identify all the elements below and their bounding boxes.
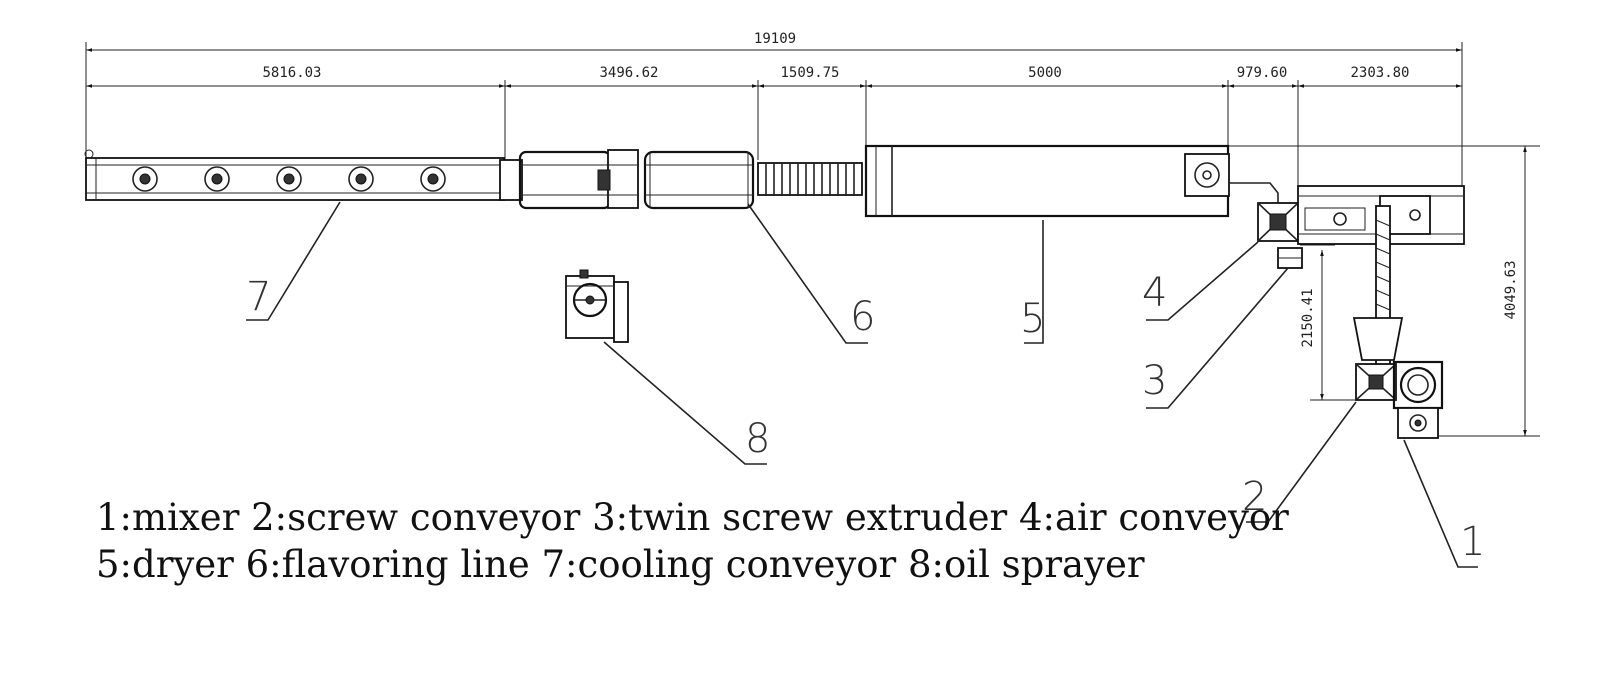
callout-2: 2 [1242,401,1357,523]
dimension-seg2-label: 3496.62 [599,65,658,81]
callout-3: 3 [1142,267,1289,409]
ribbed-section-icon [765,163,855,195]
dimension-segments: 5816.03 3496.62 1509.75 5000 979.60 2303… [86,65,1462,88]
callout-1: 1 [1403,439,1485,568]
dimension-seg6-label: 2303.80 [1350,65,1409,81]
callout-3-number: 3 [1142,358,1167,404]
callout-8-number: 8 [745,416,770,462]
callout-5: 5 [1020,220,1045,344]
oil-sprayer [565,269,629,343]
conveyor-roller-icon [348,166,374,192]
dimension-vertical: 2150.41 4049.63 [1300,146,1527,436]
callout-8: 8 [603,341,770,465]
dryer [864,144,1279,218]
mixer [1392,360,1444,439]
callout-2-number: 2 [1242,474,1267,520]
dimension-seg5-label: 979.60 [1237,65,1288,81]
callout-5-number: 5 [1020,296,1045,342]
callout-4-number: 4 [1142,270,1167,316]
twin-screw-extruder [1277,185,1465,269]
conveyor-roller-icon [132,166,158,192]
flavoring-line [499,149,863,210]
dimension-seg1-label: 5816.03 [262,65,321,81]
mixer-drum-icon [1399,366,1437,404]
dimension-seg3-label: 1509.75 [780,65,839,81]
callout-4: 4 [1142,241,1259,321]
air-conveyor [1257,202,1299,242]
legend: 1:mixer 2:screw conveyor 3:twin screw ex… [96,494,1289,588]
conveyor-roller-icon [420,166,446,192]
callout-1-number: 1 [1460,519,1485,565]
dimension-total: 19109 [86,31,1462,52]
dimension-total-label: 19109 [754,31,796,47]
conveyor-roller-icon [204,166,230,192]
dimension-vert-small-label: 2150.41 [1300,288,1316,347]
cooling-conveyor [84,149,505,201]
dimension-vert-large-label: 4049.63 [1503,260,1519,319]
pump-icon [572,282,608,318]
callout-6-number: 6 [850,294,875,340]
legend-line-2: 5:dryer 6:flavoring line 7:cooling conve… [96,543,1145,586]
fan-icon [1194,162,1220,188]
motor-icon [1409,414,1427,432]
callout-7: 7 [246,201,341,321]
screw-conveyor [1352,205,1404,401]
dimension-seg4-label: 5000 [1028,65,1062,81]
callout-6: 6 [747,203,875,344]
extension-lines [85,42,1540,437]
conveyor-roller-icon [276,166,302,192]
callout-7-number: 7 [246,274,271,320]
legend-line-1: 1:mixer 2:screw conveyor 3:twin screw ex… [96,496,1289,539]
